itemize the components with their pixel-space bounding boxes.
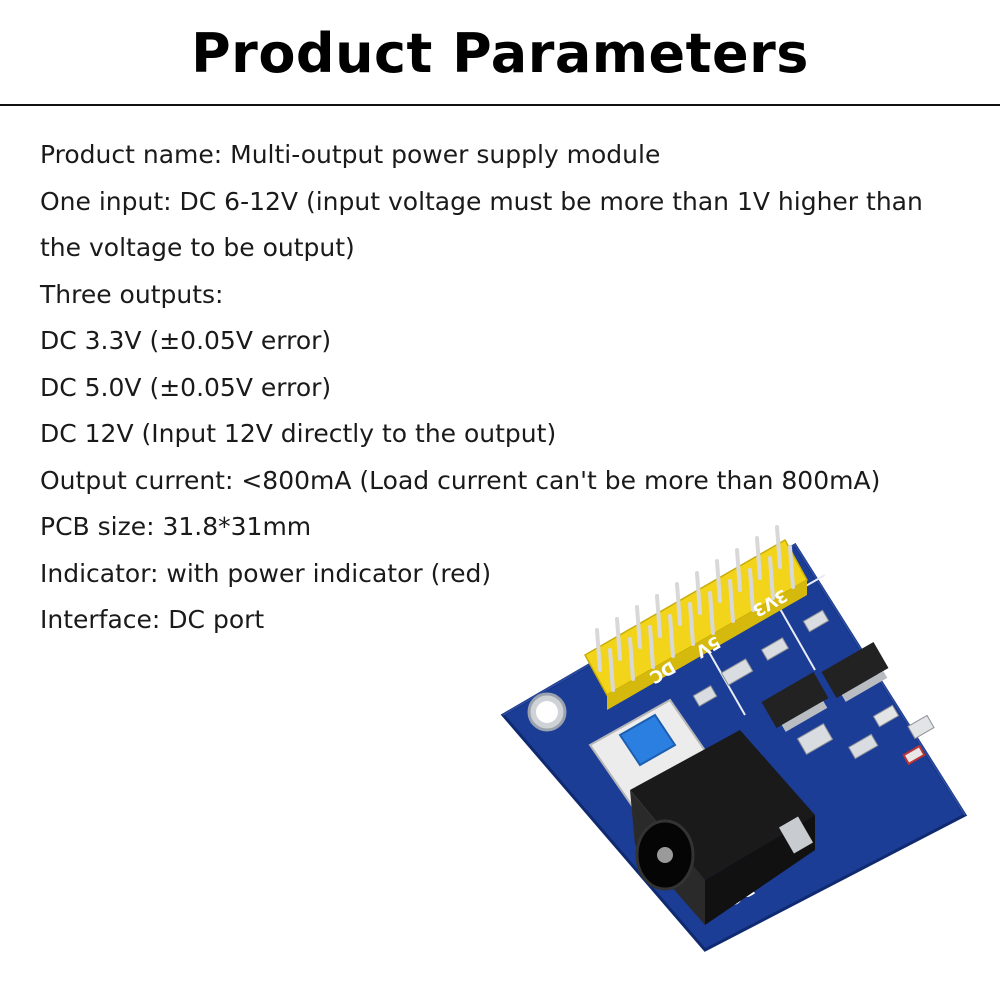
spec-line: One input: DC 6-12V (input voltage must … [40,186,923,216]
spec-line: Interface: DC port [40,605,265,634]
silkscreen-line [774,599,816,671]
regulator-chip-1 [761,672,829,732]
spec-line: DC 3.3V (±0.05V error) [40,326,332,355]
spec-line: Product name: Multi-output power supply … [40,140,661,169]
spec-line: PCB size: 31.8*31mm [40,512,312,541]
dc-jack [630,730,815,925]
spec-line: Three outputs: [40,279,224,309]
spec-line: Output current: <800mA (Load current can… [40,465,881,495]
pin-header-side [607,580,807,710]
spec-line: DC 5.0V (±0.05V error) [40,372,332,402]
pin-header [583,525,809,710]
spec-line: Indicator: with power indicator (red) [40,558,492,588]
spec-line: DC 12V (Input 12V directly to the output… [40,419,557,448]
mounting-hole-center [536,701,558,723]
regulator-chip-2 [821,642,889,702]
power-indicator-led [902,744,926,766]
spec-line: the voltage to be output) [40,233,355,262]
smd-components [692,609,935,760]
title-divider [0,104,1000,106]
page-title: Product Parameters [191,22,809,85]
switch-cap [618,713,677,767]
power-module-image: 3V3 5V DC DC-IN [500,525,968,952]
spec-list: Product name: Multi-output power supply … [40,132,970,644]
